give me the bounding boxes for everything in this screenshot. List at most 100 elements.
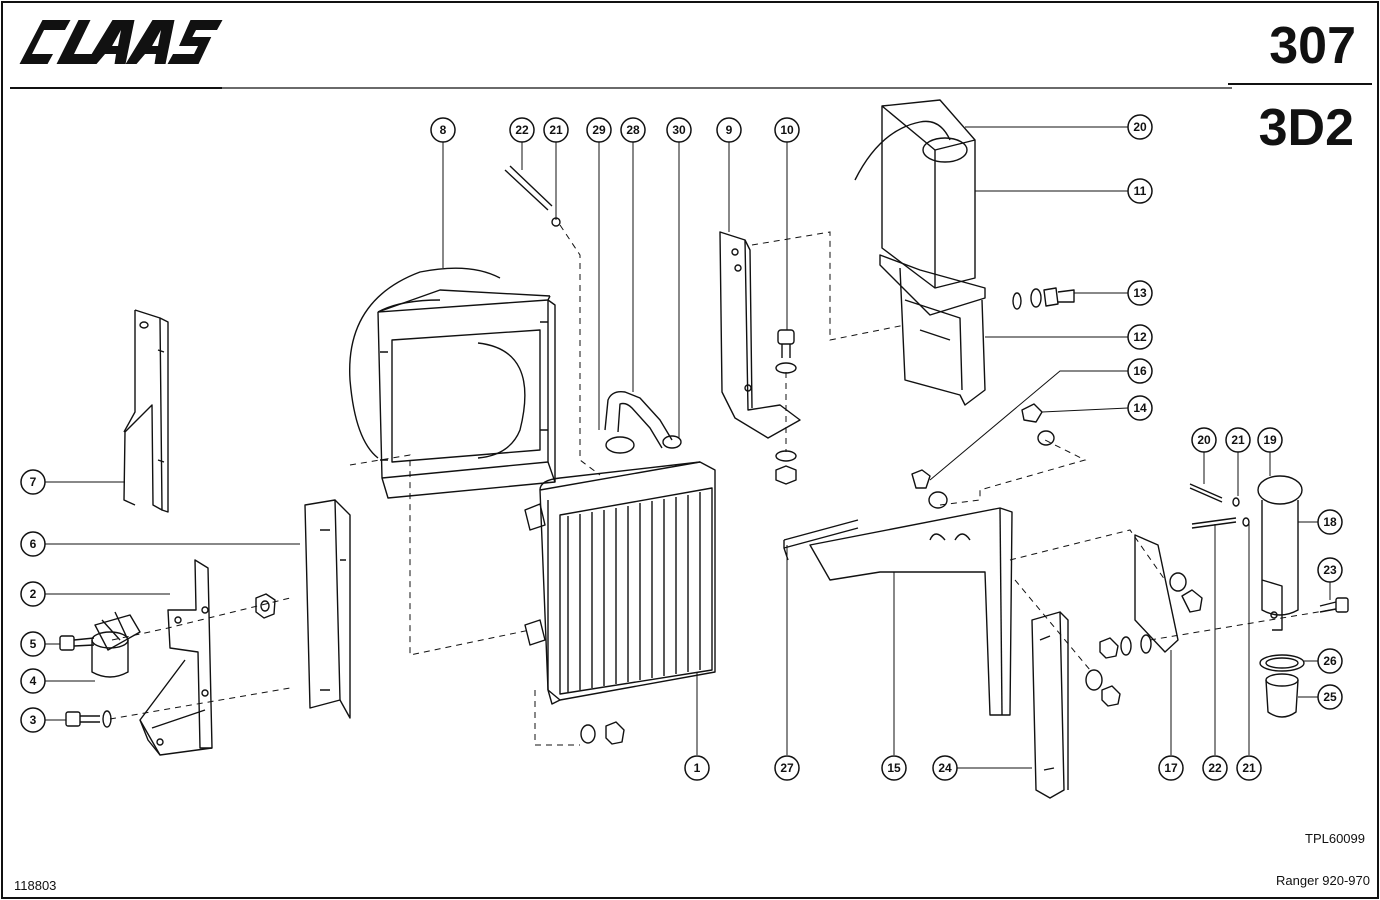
bracket-part-2 [139,559,213,756]
page-number: 307 [1269,17,1356,75]
bracket-part-17 [1134,534,1203,653]
callout-28: 28 [620,117,646,143]
callout-21-top: 21 [543,117,569,143]
svg-text:19: 19 [1263,433,1277,447]
svg-text:14: 14 [1133,401,1147,415]
bracket-part-15 [809,507,1013,716]
callout-9: 9 [716,117,742,143]
svg-text:20: 20 [1133,120,1147,134]
svg-text:21: 21 [1231,433,1245,447]
hose-part-25 [1265,673,1299,718]
callout-4: 4 [20,668,46,694]
exploded-parts-drawing [59,99,1349,799]
svg-text:25: 25 [1323,690,1337,704]
callout-27: 27 [774,755,800,781]
callout-12: 12 [1127,324,1153,350]
svg-text:13: 13 [1133,286,1147,300]
svg-text:28: 28 [626,123,640,137]
svg-text:22: 22 [515,123,529,137]
nut-washer-set [1085,634,1152,707]
hose-part-28 [604,390,682,454]
svg-text:7: 7 [30,475,37,489]
bolt-part-14 [1021,403,1055,446]
svg-text:24: 24 [938,761,952,775]
svg-text:12: 12 [1133,330,1147,344]
claas-logo [19,20,223,64]
svg-text:23: 23 [1323,563,1337,577]
callout-20-top: 20 [1127,114,1153,140]
svg-text:27: 27 [780,761,794,775]
clamp-part-26 [1259,654,1305,672]
callout-30: 30 [666,117,692,143]
callout-21-bottom: 21 [1236,755,1262,781]
callout-17: 17 [1158,755,1184,781]
callout-3: 3 [20,707,46,733]
filter-part-4 [91,611,141,678]
assembly-dashed-lines [109,224,1331,746]
callout-1: 1 [684,755,710,781]
callout-19: 19 [1257,427,1283,453]
callout-5: 5 [20,631,46,657]
callout-16: 16 [1127,358,1153,384]
svg-text:16: 16 [1133,364,1147,378]
callout-13: 13 [1127,280,1153,306]
callout-25: 25 [1317,684,1343,710]
svg-text:21: 21 [549,123,563,137]
svg-text:6: 6 [30,537,37,551]
pipe-part-22 [1191,517,1250,529]
callout-21-right: 21 [1225,427,1251,453]
callout-29: 29 [586,117,612,143]
bolt-part-13 [1012,287,1075,310]
nut-washer-lower [580,721,625,745]
callout-6: 6 [20,531,46,557]
expansion-tank-part-11 [854,99,976,289]
svg-text:3: 3 [30,713,37,727]
svg-text:17: 17 [1164,761,1178,775]
fan-shroud-part-8 [349,267,556,499]
model-name: Ranger 920-970 [1276,873,1370,888]
nut-part [255,593,276,619]
bracket-part-9 [719,231,801,439]
callout-10: 10 [774,117,800,143]
callout-20-right: 20 [1191,427,1217,453]
drawing-id: 118803 [14,878,57,893]
svg-text:2: 2 [30,587,37,601]
bracket-part-24 [1031,611,1069,799]
callout-2: 2 [20,581,46,607]
bracket-part-6 [304,499,351,719]
svg-text:30: 30 [672,123,686,137]
svg-text:9: 9 [726,123,733,137]
callout-15: 15 [881,755,907,781]
svg-text:26: 26 [1323,654,1337,668]
callout-24: 24 [932,755,958,781]
bolt-part-16 [911,469,948,509]
bolt-part-5 [59,635,95,651]
svg-text:8: 8 [440,123,447,137]
svg-text:5: 5 [30,637,37,651]
leader-lines [45,126,1331,769]
svg-text:21: 21 [1242,761,1256,775]
callout-7: 7 [20,469,46,495]
callout-8: 8 [430,117,456,143]
svg-text:10: 10 [780,123,794,137]
svg-text:4: 4 [30,674,37,688]
pipe-part-22-top [504,165,561,227]
bolt-part-23 [1319,597,1349,613]
pipe-part-20 [1189,483,1240,507]
svg-text:11: 11 [1134,184,1147,198]
callout-18: 18 [1317,509,1343,535]
section-code: 3D2 [1258,99,1354,157]
callout-22-top: 22 [509,117,535,143]
callout-14: 14 [1127,395,1153,421]
housing-part-18 [1257,475,1303,631]
callouts: 1 2 3 4 5 6 7 8 9 10 11 12 13 14 15 16 1… [20,114,1343,781]
svg-text:22: 22 [1208,761,1222,775]
bolt-part-3 [65,710,112,728]
callout-22-bottom: 22 [1202,755,1228,781]
svg-text:1: 1 [694,761,701,775]
pipe-part-27 [783,519,859,561]
svg-text:15: 15 [887,761,901,775]
callout-26: 26 [1317,648,1343,674]
callout-23: 23 [1317,557,1343,583]
